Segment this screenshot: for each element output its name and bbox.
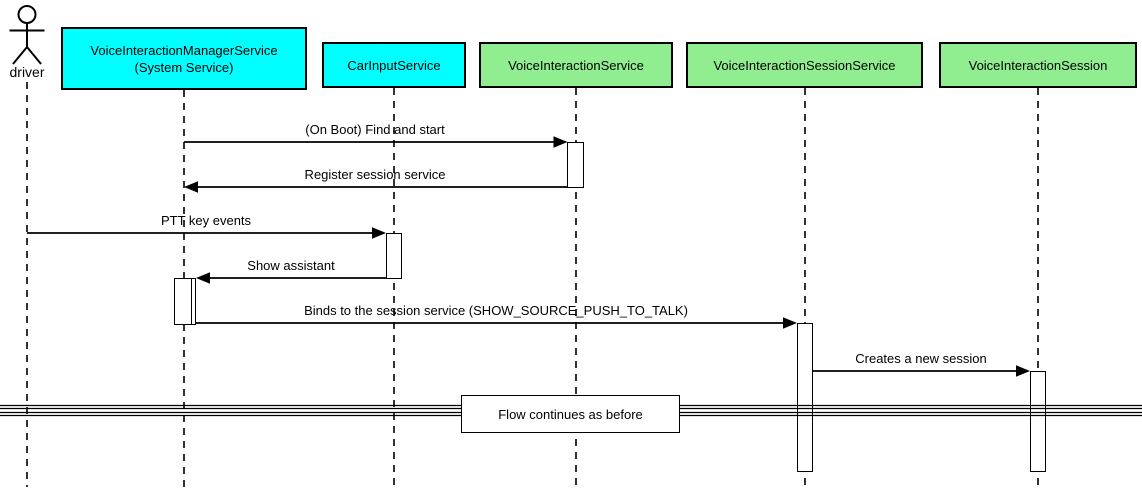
activation-nested-edge (190, 279, 192, 324)
participant-label: VoiceInteractionManagerService (90, 42, 278, 58)
divider-label-box: Flow continues as before (461, 395, 680, 433)
participant-car-input-service: CarInputService (322, 42, 466, 88)
arrowhead-on-boot-find-and-start (553, 136, 568, 148)
arrowhead-ptt-key-events (372, 227, 386, 239)
message-label-binds-to-session-service: Binds to the session service (SHOW_SOURC… (304, 303, 688, 318)
actor-head (17, 5, 37, 24)
participant-voice-interaction-session: VoiceInteractionSession (939, 42, 1137, 88)
participant-label: VoiceInteractionSession (968, 57, 1108, 73)
participant-voice-interaction-manager-service: VoiceInteractionManagerService (System S… (61, 27, 307, 90)
activation-voice-interaction-manager-service (174, 278, 196, 325)
participant-label: CarInputService (347, 57, 441, 73)
activation-car-input-service (386, 233, 402, 279)
participant-voice-interaction-session-service: VoiceInteractionSessionService (686, 42, 923, 88)
activation-voice-interaction-session (1030, 371, 1046, 472)
actor-leg-left (12, 46, 28, 65)
participant-voice-interaction-service: VoiceInteractionService (479, 42, 673, 88)
message-label-register-session-service: Register session service (304, 167, 446, 182)
arrowhead-register-session-service (184, 181, 198, 193)
divider-label: Flow continues as before (498, 406, 643, 422)
message-label-creates-a-new-session: Creates a new session (855, 351, 987, 366)
participant-label-line2: (System Service) (134, 59, 234, 75)
actor-leg-right (26, 46, 42, 65)
arrowhead-binds-to-session-service (783, 317, 797, 329)
activation-voice-interaction-service (567, 142, 584, 188)
actor-stick-figure-icon (9, 5, 45, 65)
participant-label: VoiceInteractionService (508, 57, 644, 73)
message-label-show-assistant: Show assistant (247, 258, 335, 273)
activation-voice-interaction-session-service (797, 323, 813, 472)
arrowhead-creates-a-new-session (1016, 365, 1030, 377)
participant-label: VoiceInteractionSessionService (713, 57, 896, 73)
message-label-ptt-key-events: PTT key events (160, 213, 252, 228)
arrowhead-show-assistant (196, 272, 210, 284)
actor-label-driver: driver (9, 64, 45, 80)
message-label-on-boot-find-and-start: (On Boot) Find and start (305, 122, 445, 137)
